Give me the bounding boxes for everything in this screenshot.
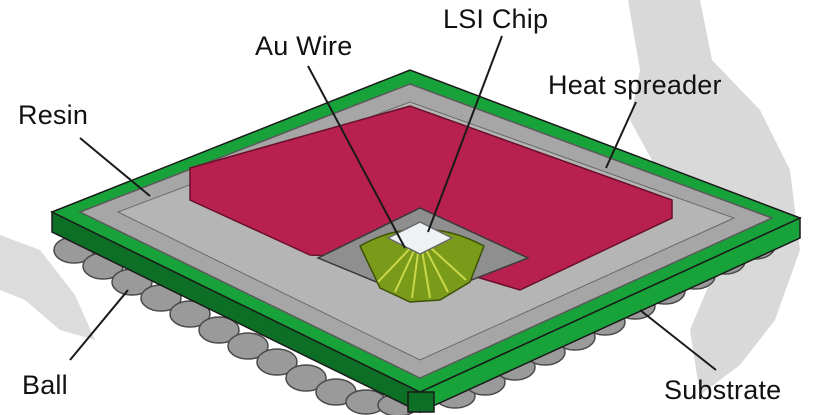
heat-spreader — [189, 105, 673, 291]
substrate-corner-notch — [407, 391, 435, 413]
leader-line-lsi-chip — [427, 35, 503, 233]
label-resin: Resin — [18, 100, 89, 130]
solder-ball — [285, 364, 327, 392]
leader-line-substrate — [639, 309, 717, 371]
leader-line-heat-spreader — [605, 101, 637, 169]
solder-ball — [198, 316, 240, 344]
solder-ball — [169, 300, 211, 328]
solder-ball — [256, 348, 298, 376]
backdrop-silhouette-left — [0, 235, 95, 340]
label-heat-spreader: Heat spreader — [548, 70, 722, 100]
label-substrate: Substrate — [664, 375, 782, 405]
solder-ball — [227, 332, 269, 360]
bond-wire-fan-body — [359, 228, 485, 303]
leader-line-au-wire — [307, 65, 406, 249]
label-ball: Ball — [22, 370, 68, 400]
leader-line-ball — [69, 289, 129, 361]
leader-line-resin — [79, 137, 151, 197]
label-lsi-chip: LSI Chip — [443, 4, 549, 34]
label-au-wire: Au Wire — [255, 31, 353, 61]
leader-lines — [69, 35, 717, 371]
